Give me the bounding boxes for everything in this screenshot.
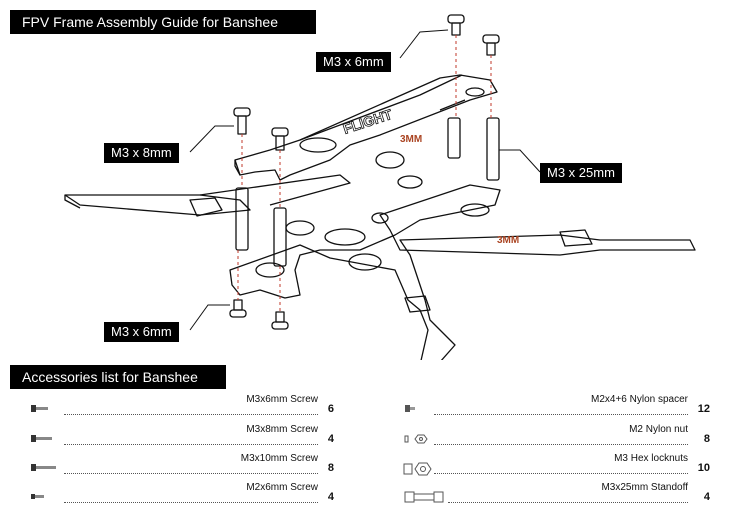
standoff-left-2 [273, 207, 287, 267]
accessory-qty: 4 [327, 491, 334, 503]
accessory-name: M2 Nylon nut [629, 424, 688, 435]
accessory-qty: 4 [327, 433, 334, 445]
callout-top-screw: M3 x 6mm [316, 52, 391, 72]
accessory-qty: 6 [327, 403, 334, 415]
accessory-name: M3x10mm Screw [240, 453, 318, 464]
accessories-title: Accessories list for Banshee [10, 365, 226, 389]
accessory-name: M3 Hex locknuts [614, 453, 688, 464]
hex-locknut-icon [403, 462, 432, 476]
accessory-row: M3x25mm Standoff 4 [400, 482, 712, 510]
accessory-name: M3x6mm Screw [246, 394, 318, 405]
callout-standoff: M3 x 25mm [540, 163, 622, 183]
accessory-qty: 8 [703, 433, 710, 445]
screw-top-2 [482, 34, 500, 56]
accessory-row: M3 Hex locknuts 10 [400, 453, 712, 481]
small-screw-icon [31, 494, 44, 499]
accessory-row: M2x6mm Screw 4 [30, 482, 340, 510]
callout-bottom-screw: M3 x 6mm [104, 322, 179, 342]
accessory-qty: 12 [697, 403, 710, 415]
screw-bottom-2 [271, 311, 289, 330]
standoff-icon [404, 491, 444, 503]
standoff-right-1 [447, 117, 461, 159]
nylon-nut-icon [404, 434, 428, 444]
nylon-spacer-icon [405, 405, 415, 412]
standoff-right-2 [486, 117, 500, 181]
top-plate-thickness: 3MM [400, 134, 422, 145]
guide-title: FPV Frame Assembly Guide for Banshee [10, 10, 316, 34]
accessory-row: M3x10mm Screw 8 [30, 453, 340, 481]
accessory-qty: 8 [327, 462, 334, 474]
accessory-name: M2x6mm Screw [246, 482, 318, 493]
frame-exploded-diagram: 3MM 3MM FLIGHT [64, 14, 696, 360]
top-plate [234, 74, 498, 181]
screw-top-1 [447, 14, 465, 36]
medium-screw-icon [31, 435, 52, 442]
arm-plate-thickness: 3MM [497, 235, 519, 246]
accessory-row: M2x4+6 Nylon spacer 12 [400, 394, 712, 422]
bottom-arm-plate [229, 184, 696, 360]
callout-left-screw: M3 x 8mm [104, 143, 179, 163]
screw-left-1 [233, 107, 251, 135]
accessory-qty: 10 [697, 462, 710, 474]
accessory-row: M3x8mm Screw 4 [30, 424, 340, 452]
screw-bottom-1 [229, 299, 247, 318]
short-screw-icon [31, 405, 48, 412]
accessory-qty: 4 [703, 491, 710, 503]
accessory-row: M3x6mm Screw 6 [30, 394, 340, 422]
long-screw-icon [31, 464, 56, 471]
accessory-name: M2x4+6 Nylon spacer [591, 394, 688, 405]
accessory-name: M3x8mm Screw [246, 424, 318, 435]
accessory-name: M3x25mm Standoff [601, 482, 688, 493]
standoff-left-1 [235, 187, 249, 251]
accessory-row: M2 Nylon nut 8 [400, 424, 712, 452]
